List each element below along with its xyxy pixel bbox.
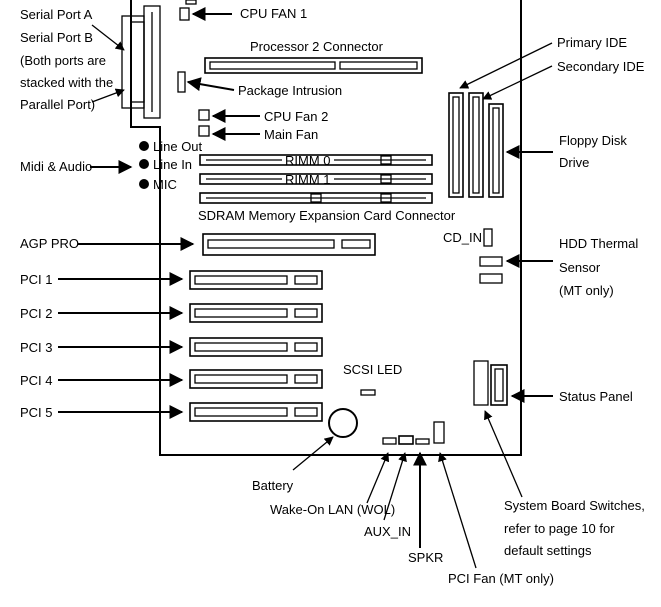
label-main-fan: Main Fan xyxy=(264,127,318,142)
pci-5-slot xyxy=(189,402,323,422)
serial-parallel-connector xyxy=(121,5,161,119)
label-cpu-fan-1: CPU FAN 1 xyxy=(240,6,307,21)
label-sdram-connector: SDRAM Memory Expansion Card Connector xyxy=(198,208,456,223)
label-battery: Battery xyxy=(252,478,294,493)
label-aux-in: AUX_IN xyxy=(364,524,411,539)
rimm-0-slot xyxy=(199,154,433,166)
label-mic: MIC xyxy=(153,177,177,192)
cpu-fan-2-header xyxy=(198,109,210,121)
label-pci-4: PCI 4 xyxy=(20,373,53,388)
label-hdd-thermal-2: Sensor xyxy=(559,260,601,275)
label-switches-1: System Board Switches, xyxy=(504,498,645,513)
label-line-in: Line In xyxy=(153,157,192,172)
label-rimm-0: RIMM 0 xyxy=(285,153,331,168)
cpu-fan-1-header xyxy=(179,7,190,21)
cd-in-connector xyxy=(483,228,493,247)
label-cpu-fan-2: CPU Fan 2 xyxy=(264,109,328,124)
status-panel-connector xyxy=(473,360,508,406)
label-switches-3: default settings xyxy=(504,543,592,558)
label-serial-note-2: stacked with the xyxy=(20,75,113,90)
label-processor-2-connector: Processor 2 Connector xyxy=(250,39,384,54)
label-hdd-thermal-3: (MT only) xyxy=(559,283,614,298)
hdd-thermal-sensor-header xyxy=(479,256,503,267)
label-secondary-ide: Secondary IDE xyxy=(557,59,645,74)
mic-jack xyxy=(139,179,149,189)
pci-4-slot xyxy=(189,369,323,389)
label-scsi-led: SCSI LED xyxy=(343,362,402,377)
pci-1-slot xyxy=(189,270,323,290)
label-serial-port-b: Serial Port B xyxy=(20,30,93,45)
board-outline xyxy=(130,0,522,456)
spkr-header xyxy=(415,438,430,445)
pci-fan-header xyxy=(433,421,445,444)
scsi-led-header xyxy=(360,389,376,396)
label-floppy-1: Floppy Disk xyxy=(559,133,627,148)
label-hdd-thermal-1: HDD Thermal xyxy=(559,236,638,251)
sdram-slot xyxy=(199,192,433,204)
label-line-out: Line Out xyxy=(153,139,203,154)
label-midi-audio: Midi & Audio xyxy=(20,159,92,174)
main-fan-header xyxy=(198,125,210,137)
battery xyxy=(328,408,358,438)
label-floppy-2: Drive xyxy=(559,155,589,170)
label-cd-in: CD_IN xyxy=(443,230,482,245)
package-intrusion-header xyxy=(177,71,186,93)
pci-3-slot xyxy=(189,337,323,357)
label-package-intrusion: Package Intrusion xyxy=(238,83,342,98)
rimm-1-slot xyxy=(199,173,433,185)
label-serial-port-a: Serial Port A xyxy=(20,7,93,22)
line-in-jack xyxy=(139,159,149,169)
line-out-jack xyxy=(139,141,149,151)
label-pci-3: PCI 3 xyxy=(20,340,53,355)
processor-2-slot xyxy=(204,57,423,74)
label-status-panel: Status Panel xyxy=(559,389,633,404)
primary-ide-connector xyxy=(468,92,484,198)
label-serial-note-3: Parallel Port) xyxy=(20,97,95,112)
label-pci-2: PCI 2 xyxy=(20,306,53,321)
label-spkr: SPKR xyxy=(408,550,443,565)
floppy-connector xyxy=(488,103,504,198)
label-pci-5: PCI 5 xyxy=(20,405,53,420)
label-pci-1: PCI 1 xyxy=(20,272,53,287)
label-agp-pro: AGP PRO xyxy=(20,236,79,251)
label-wake-on-lan: Wake-On LAN (WOL) xyxy=(270,502,395,517)
label-serial-note-1: (Both ports are xyxy=(20,53,106,68)
secondary-ide-connector xyxy=(448,92,464,198)
aux-in-header xyxy=(398,435,414,445)
label-primary-ide: Primary IDE xyxy=(557,35,627,50)
wol-header xyxy=(382,437,397,445)
leader-lines xyxy=(58,7,553,569)
label-switches-2: refer to page 10 for xyxy=(504,521,615,536)
label-rimm-1: RIMM 1 xyxy=(285,172,331,187)
pci-2-slot xyxy=(189,303,323,323)
agp-pro-slot xyxy=(202,233,376,256)
label-pci-fan: PCI Fan (MT only) xyxy=(448,571,554,586)
